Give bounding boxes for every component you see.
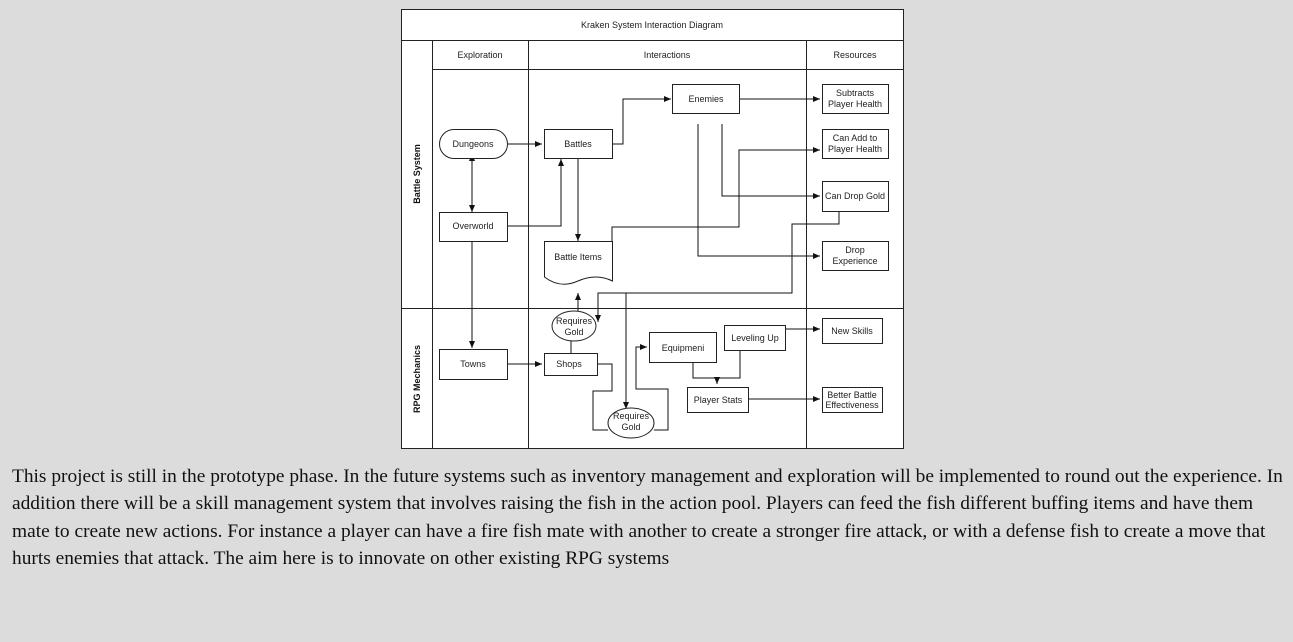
node-player-stats[interactable] [687,387,749,413]
edge-overworld-battles [507,159,564,227]
edge-battleitems-addhealth [611,147,820,241]
label-better-battle-2: Effectiveness [825,400,879,410]
label-overworld: Overworld [452,221,493,231]
node-requires-gold-1[interactable] [551,310,597,342]
label-new-skills: New Skills [831,326,873,336]
node-battle-items[interactable] [544,241,613,285]
edge-enemies-dropexp [697,124,820,259]
description-paragraph: This project is still in the prototype p… [12,466,1283,570]
node-dungeons[interactable] [439,129,508,159]
column-header-interactions: Interactions [644,50,691,60]
node-add-health[interactable] [822,129,889,159]
label-shops: Shops [556,359,582,369]
edge-levelingup-playerstats [717,341,741,379]
label-requires-gold-1a: Requires [556,316,593,326]
label-player-stats: Player Stats [694,395,743,405]
edge-equipment-playerstats [692,355,720,384]
label-add-health-2: Player Health [828,144,882,154]
label-drop-exp-2: Experience [832,256,877,266]
node-shops[interactable] [544,353,598,376]
label-subtracts-health-1: Subtracts [836,88,875,98]
edge-enemies-dropgold [721,124,820,199]
node-new-skills[interactable] [822,318,883,344]
edge-shops-requiresgold2 [592,363,613,431]
diagram-frame [401,9,904,449]
edge-battles-enemies [612,96,671,145]
label-add-health-1: Can Add to [833,133,878,143]
diagram-title: Kraken System Interaction Diagram [581,20,723,30]
connectors [469,96,840,431]
label-drop-exp-1: Drop [845,245,865,255]
label-subtracts-health-2: Player Health [828,99,882,109]
node-overworld[interactable] [439,212,508,242]
system-interaction-diagram: Kraken System Interaction Diagram Explor… [401,9,904,449]
column-header-resources: Resources [833,50,877,60]
label-better-battle-1: Better Battle [827,390,877,400]
node-drop-gold[interactable] [822,181,889,212]
node-better-battle[interactable] [822,387,883,413]
node-drop-exp[interactable] [822,241,889,271]
label-towns: Towns [460,359,486,369]
label-requires-gold-2b: Gold [621,422,640,432]
label-leveling-up: Leveling Up [731,333,779,343]
node-enemies[interactable] [672,84,740,114]
label-battle-items: Battle Items [554,252,602,262]
label-enemies: Enemies [688,94,724,104]
label-battles: Battles [564,139,592,149]
node-battles[interactable] [544,129,613,159]
node-subtracts-health[interactable] [822,84,889,114]
lane-label-battle-system: Battle System [412,144,422,204]
label-drop-gold: Can Drop Gold [825,191,885,201]
node-equipment[interactable] [649,332,717,363]
lane-label-rpg-mechanics: RPG Mechanics [412,345,422,413]
label-dungeons: Dungeons [452,139,494,149]
column-header-exploration: Exploration [457,50,502,60]
node-leveling-up[interactable] [724,325,786,351]
node-towns[interactable] [439,349,508,380]
edge-dropgold-requiresgold [595,212,840,322]
node-requires-gold-2[interactable] [607,407,655,439]
label-requires-gold-1b: Gold [564,327,583,337]
label-requires-gold-2a: Requires [613,411,650,421]
edge-requiresgold2-equipment [635,344,669,431]
label-equipment: Equipmeni [662,343,705,353]
